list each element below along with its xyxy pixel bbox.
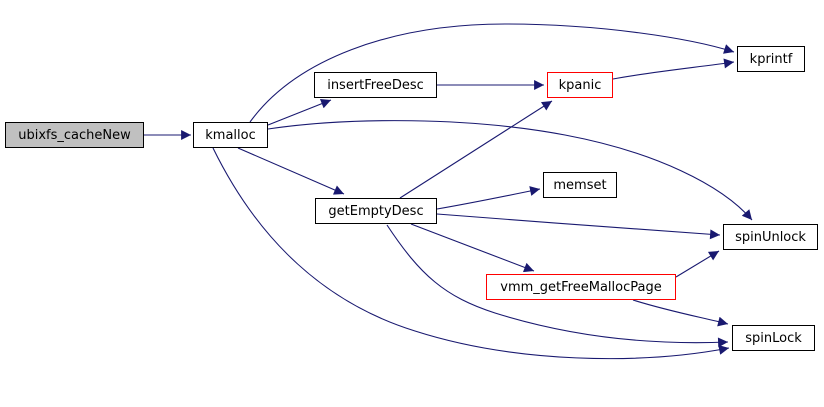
edge-getemptydesc-memset <box>436 186 541 210</box>
node-spinlock[interactable]: spinLock <box>732 325 815 351</box>
edge-vmm-getfreemallocpage-spinunlock <box>675 250 720 278</box>
node-kprintf[interactable]: kprintf <box>737 46 805 72</box>
edge-kmalloc-spinlock <box>212 147 730 360</box>
edge-kmalloc-insertfreedesc <box>267 99 332 126</box>
node-ubixfs-cachenew: ubixfs_cacheNew <box>5 122 144 148</box>
edge-getemptydesc-vmm-getfreemallocpage <box>410 223 535 273</box>
node-spinunlock[interactable]: spinUnlock <box>723 224 818 250</box>
node-vmm-getfreemallocpage[interactable]: vmm_getFreeMallocPage <box>486 274 676 300</box>
node-memset[interactable]: memset <box>543 172 617 198</box>
node-insertfreedesc[interactable]: insertFreeDesc <box>314 72 437 98</box>
edge-kmalloc-spinunlock <box>267 120 753 221</box>
node-getemptydesc[interactable]: getEmptyDesc <box>315 198 437 224</box>
edge-getemptydesc-spinlock <box>386 224 729 348</box>
edge-vmm-getfreemallocpage-spinlock <box>632 299 729 327</box>
edge-getemptydesc-spinunlock <box>436 213 721 240</box>
node-kpanic[interactable]: kpanic <box>547 72 613 98</box>
edge-kpanic-kprintf <box>612 58 735 80</box>
node-kmalloc[interactable]: kmalloc <box>193 122 268 148</box>
edge-kmalloc-getemptydesc <box>237 147 345 195</box>
edge-kmalloc-kprintf <box>249 23 735 123</box>
edge-getemptydesc-kpanic <box>399 100 553 199</box>
